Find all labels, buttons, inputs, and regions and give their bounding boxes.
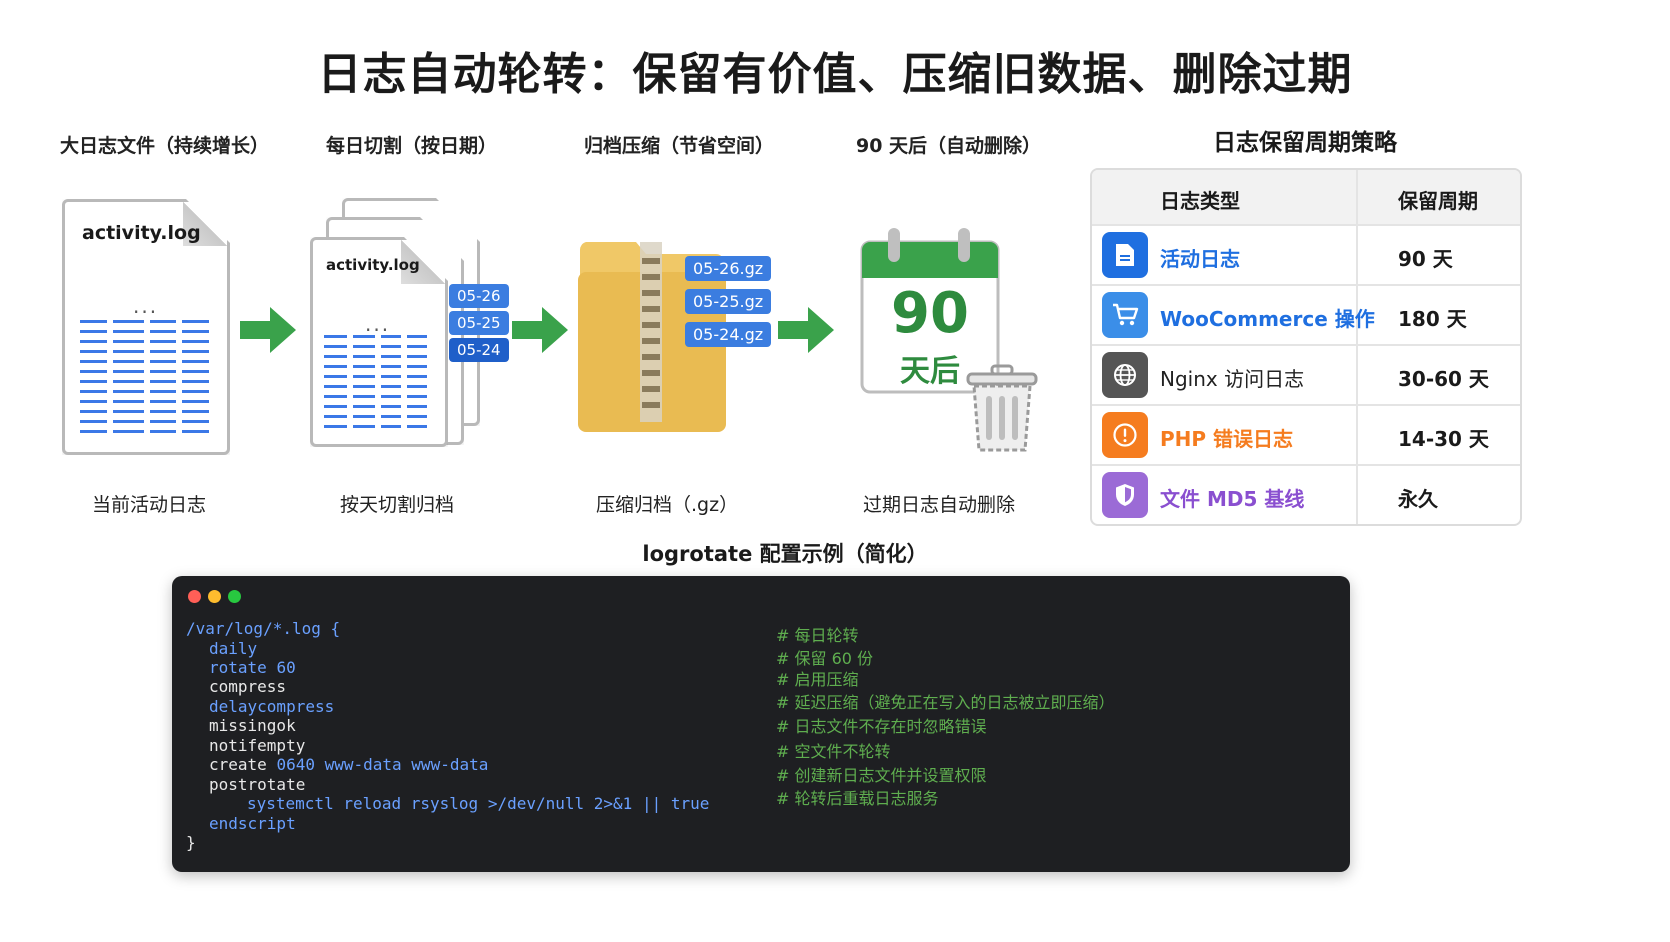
caption-current-log: 当前活动日志 [92,494,207,516]
config-title: logrotate 配置示例（简化） [642,542,928,566]
table-row: 文件 MD5 基线 永久 [1092,464,1520,524]
row-name: 文件 MD5 基线 [1160,487,1305,511]
document-filename: activity.log [326,256,420,274]
table-header [1092,170,1520,224]
code-endscript: endscript [209,814,296,833]
code-comment: # 创建新日志文件并设置权限 [776,766,987,785]
cart-icon [1102,292,1148,338]
code-line: postrotate [209,775,305,794]
retention-table: 日志类型 保留周期 活动日志 90 天 WooCommerce 操作 180 天… [1090,168,1522,526]
stage-label-compress: 归档压缩（节省空间） [584,135,775,157]
code-comment: # 延迟压缩（避免正在写入的日志被立即压缩） [776,693,1115,712]
code-comment: # 空文件不轮转 [776,742,891,761]
code-line: create 0640 www-data www-data [209,755,488,774]
directive: missingok [209,716,296,735]
stage-label-daily-split: 每日切割（按日期） [326,135,498,157]
date-tag: 05-25 [449,311,509,335]
caption-auto-delete: 过期日志自动删除 [863,494,1016,516]
table-row: 活动日志 90 天 [1092,224,1520,286]
row-period: 永久 [1398,487,1438,511]
code-comment: # 每日轮转 [776,626,859,645]
stage-label-large-log: 大日志文件（持续增长） [60,135,270,157]
gz-tag: 05-26.gz [685,256,772,281]
row-name: Nginx 访问日志 [1160,367,1305,391]
right-arrow-icon [512,307,568,353]
log-lines [324,335,427,433]
shield-icon [1102,472,1148,518]
caption-daily-archive: 按天切割归档 [340,494,455,516]
directive: delaycompress [209,697,335,716]
table-row: WooCommerce 操作 180 天 [1092,284,1520,346]
code-script-line: systemctl reload rsyslog >/dev/null 2>&1… [247,794,710,813]
calendar-icon [860,228,1000,394]
row-period: 14-30 天 [1398,427,1489,451]
code-line: rotate 60 [209,658,296,677]
directive: daily [209,639,258,658]
code-line: notifempty [209,736,305,755]
stage-label-expire: 90 天后（自动删除） [856,135,1042,157]
directive-value: 60 [276,658,296,677]
code-comment: # 轮转后重载日志服务 [776,789,939,808]
row-period: 90 天 [1398,247,1453,271]
code-line: missingok [209,716,296,735]
code-close: } [186,833,196,852]
window-minimize-dot [208,590,221,603]
ellipsis: ... [133,294,159,318]
directive: postrotate [209,775,306,794]
row-name: 活动日志 [1160,247,1240,271]
right-arrow-icon [778,307,834,353]
row-name: PHP 错误日志 [1160,427,1294,451]
page-title: 日志自动轮转：保留有价值、压缩旧数据、删除过期 [317,49,1353,100]
directive: rotate [209,658,267,677]
table-row: PHP 错误日志 14-30 天 [1092,404,1520,466]
directive: notifempty [209,736,306,755]
caption-compressed: 压缩归档（.gz） [596,494,739,516]
row-name: WooCommerce 操作 [1160,307,1375,331]
calendar-text: 天后 [900,354,960,389]
window-maximize-dot [228,590,241,603]
code-comment: # 启用压缩 [776,670,859,689]
window-close-dot [188,590,201,603]
trash-icon [966,364,1038,452]
ellipsis: ... [365,312,391,336]
row-period: 30-60 天 [1398,367,1489,391]
code-comment: # 日志文件不存在时忽略错误 [776,717,987,736]
code-open: /var/log/*.log { [186,619,341,638]
globe-icon [1102,352,1148,398]
alert-icon [1102,412,1148,458]
table-row: Nginx 访问日志 30-60 天 [1092,344,1520,406]
directive-value: 0640 www-data www-data [276,755,489,774]
code-line: compress [209,677,286,696]
row-period: 180 天 [1398,307,1467,331]
gz-tag: 05-24.gz [685,322,772,347]
retention-title: 日志保留周期策略 [1213,130,1397,156]
header-period: 保留周期 [1398,189,1478,213]
right-arrow-icon [240,307,296,353]
gz-tag: 05-25.gz [685,289,772,314]
date-tag: 05-24 [449,338,509,362]
code-line: delaycompress [209,697,334,716]
calendar-number: 90 [891,281,969,346]
directive: compress [209,677,287,696]
document-icon [1102,232,1148,278]
log-lines [80,320,209,440]
code-line: daily [209,639,257,658]
code-comment: # 保留 60 份 [776,649,874,668]
document-filename: activity.log [82,222,201,244]
header-log-type: 日志类型 [1160,189,1240,213]
code-block: /var/log/*.log { daily rotate 60 compres… [172,576,1350,872]
directive: create [209,755,267,774]
date-tag: 05-26 [449,284,509,308]
